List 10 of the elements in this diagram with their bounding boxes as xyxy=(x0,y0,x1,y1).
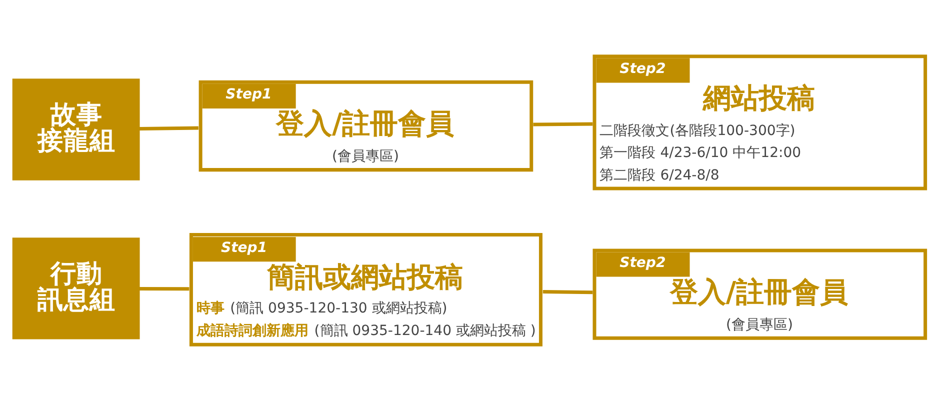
connector xyxy=(542,289,593,294)
connector xyxy=(533,122,593,126)
node-box: 故事接龍組 xyxy=(12,78,140,180)
connector xyxy=(139,126,198,130)
node-box: Step1 登入/註冊會員 (會員專區) xyxy=(198,80,534,172)
node-box: Step2 網站投稿 二階段徵文(各階段100-300字) 第一階段 4/23-6/10 中午12:00 第二階段 6/24-8/8 xyxy=(592,54,928,190)
node-box: 行動訊息組 xyxy=(12,237,140,339)
node-box: Step2 登入/註冊會員 (會員專區) xyxy=(592,248,928,340)
connector xyxy=(139,286,190,290)
node-box: Step1 簡訊或網站投稿 時事 (簡訊 0935-120-130 或網站投稿) 成語詩詞創新應用 (簡訊 0935-120-140 或網站投稿 ) xyxy=(189,232,542,346)
